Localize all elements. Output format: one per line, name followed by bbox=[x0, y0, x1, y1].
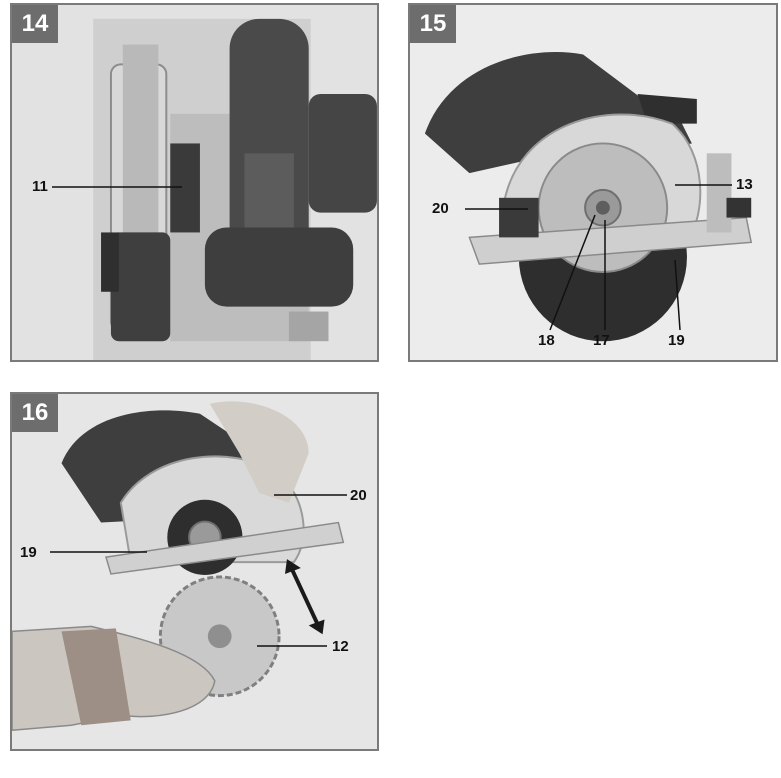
callout-12: 12 bbox=[332, 638, 349, 655]
leader-lines bbox=[50, 494, 347, 647]
figure-16: 16 20 19 12 bbox=[10, 392, 379, 751]
blade-removal-photo bbox=[12, 394, 377, 749]
figure-15: 15 13 20 18 17 19 bbox=[408, 3, 778, 362]
figure-number: 16 bbox=[12, 394, 58, 432]
saw-side-view-photo bbox=[410, 5, 776, 360]
callout-13: 13 bbox=[736, 176, 753, 193]
figure-number: 14 bbox=[12, 5, 58, 43]
callout-20: 20 bbox=[432, 200, 449, 217]
callout-11: 11 bbox=[32, 178, 48, 195]
callout-17: 17 bbox=[593, 332, 610, 349]
leader-lines bbox=[465, 184, 732, 331]
saw-top-view-photo bbox=[12, 5, 377, 360]
figure-14: 14 11 bbox=[10, 3, 379, 362]
callout-19: 19 bbox=[668, 332, 685, 349]
callout-20: 20 bbox=[350, 487, 367, 504]
callout-18: 18 bbox=[538, 332, 555, 349]
callout-19: 19 bbox=[20, 544, 37, 561]
leader-line-11 bbox=[52, 186, 182, 188]
figure-number: 15 bbox=[410, 5, 456, 43]
